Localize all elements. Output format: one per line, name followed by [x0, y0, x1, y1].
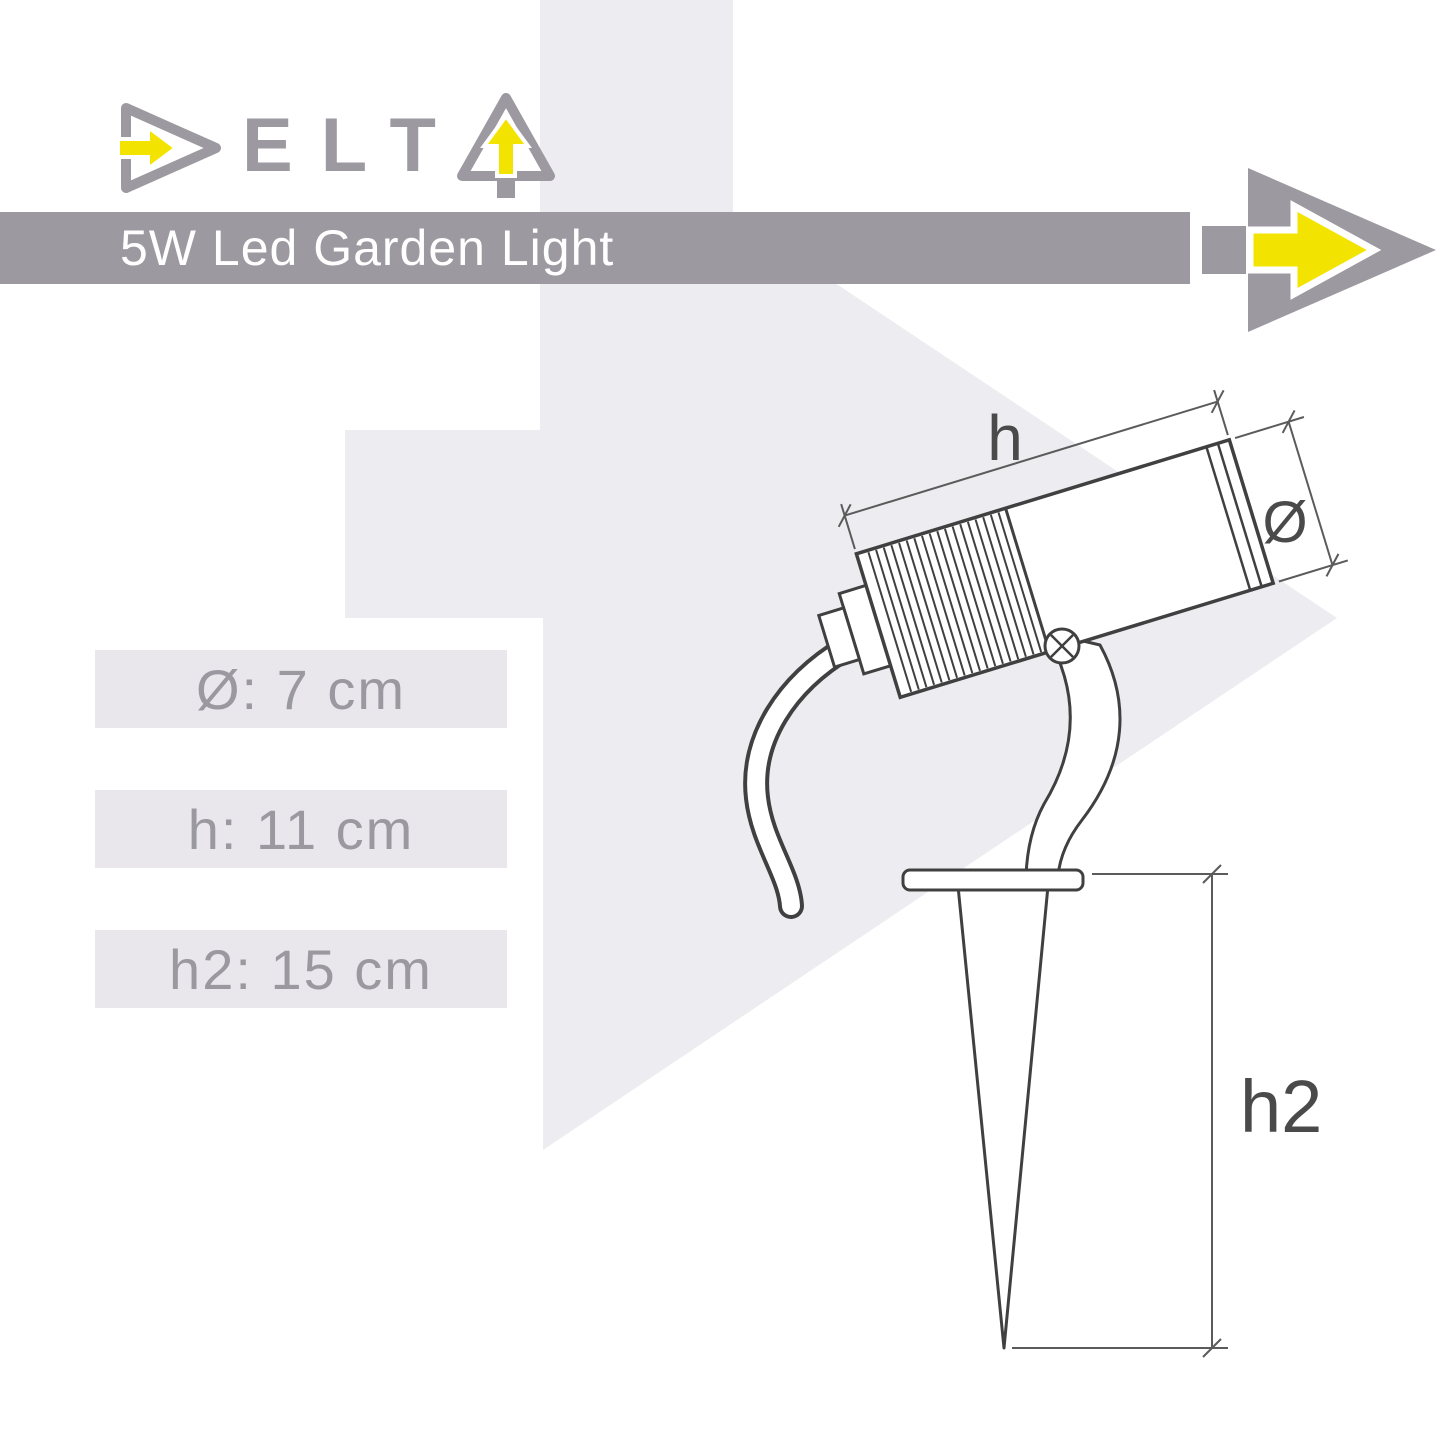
ground-flange [901, 868, 1085, 892]
spec-height-text: h: 11 cm [187, 797, 415, 861]
mounting-bracket [1024, 630, 1122, 878]
dim-h2-label: h2 [1240, 1065, 1322, 1148]
cable-gland [816, 606, 862, 670]
dim-h2 [1012, 864, 1228, 1358]
spec-diameter-text: Ø: 7 cm [195, 657, 407, 721]
banner-arrow-icon [1202, 168, 1436, 332]
logo-triangle-right-icon [118, 103, 221, 193]
power-cable [743, 635, 859, 919]
front-rim-line [1205, 446, 1252, 591]
spec-stake-height: h2: 15 cm [95, 930, 507, 1008]
watermark-arrow-shaft [345, 430, 543, 618]
light-body [816, 437, 1276, 700]
product-title-banner: 5W Led Garden Light [0, 212, 1190, 284]
logo-triangle-up-icon [456, 93, 555, 198]
arrow-yellow-arrow [1246, 200, 1382, 300]
dim-h [837, 389, 1229, 550]
product-title: 5W Led Garden Light [120, 220, 615, 276]
ground-spike [956, 884, 1050, 1350]
pivot-screw [1043, 627, 1081, 665]
dim-diameter [1234, 409, 1349, 583]
front-rim-edge [1216, 442, 1263, 588]
logo-yellow-arrow-right [118, 123, 180, 173]
spec-stake-height-text: h2: 15 cm [169, 937, 433, 1001]
brand-logo: ELT [118, 93, 556, 200]
heatsink-ribs [867, 512, 1043, 693]
logo-yellow-arrow-up [479, 112, 532, 178]
spec-height: h: 11 cm [95, 790, 507, 868]
logo-letters: ELT [242, 103, 464, 188]
arrow-shaft-block [1202, 226, 1246, 274]
dim-diameter-label: Ø [1262, 490, 1307, 555]
spec-diameter: Ø: 7 cm [95, 650, 507, 728]
body-seam [1004, 507, 1051, 653]
logo-arrow-tail [496, 180, 515, 198]
dim-h-label: h [987, 402, 1023, 474]
